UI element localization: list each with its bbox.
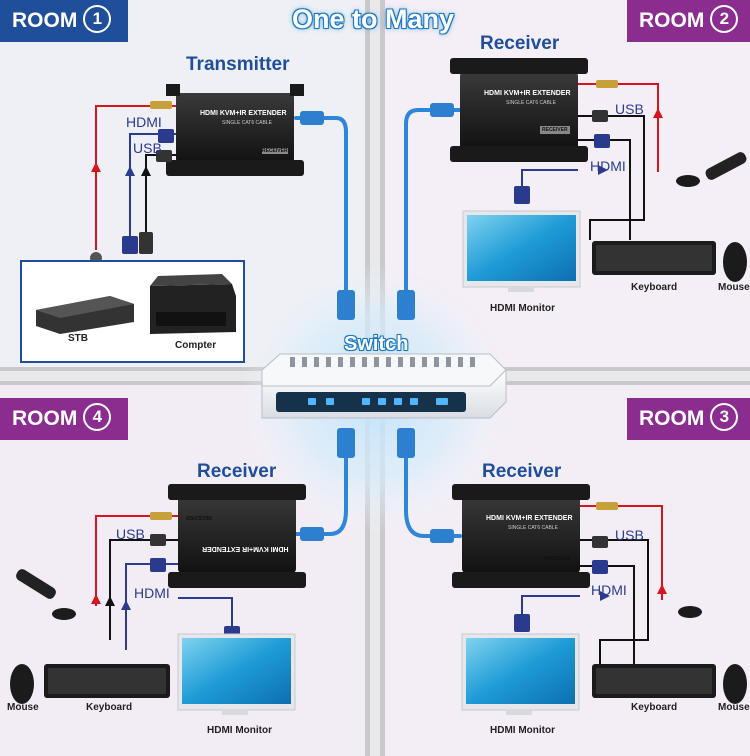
remote-room2 (705, 152, 747, 180)
room-1-number: 1 (83, 5, 112, 34)
remote-room4 (16, 569, 56, 599)
room-2-number: 2 (710, 5, 739, 34)
room1-plugs (90, 101, 174, 264)
receiver-device-room2 (450, 58, 588, 162)
room4-monitor-label: HDMI Monitor (207, 725, 272, 736)
computer-label: Compter (175, 340, 217, 351)
keyboard-room4 (44, 664, 170, 698)
receiver3-extender-sub: SINGLE CAT6 CABLE (508, 525, 558, 531)
room2-monitor-label: HDMI Monitor (490, 303, 555, 314)
receiver3-extender-label: HDMI KVM+IR EXTENDER (486, 515, 573, 522)
cat-connectors (300, 103, 454, 543)
room2-plugs (514, 80, 618, 204)
room3-hdmi-label: HDMI (591, 582, 627, 598)
ir-receiver-room2 (676, 175, 700, 187)
receiver-heading-room2: Receiver (480, 33, 560, 54)
ir-receiver-room3 (678, 606, 702, 618)
room4-hdmi-label: HDMI (134, 585, 170, 601)
receiver-heading-room4: Receiver (197, 461, 277, 482)
room3-monitor-label: HDMI Monitor (490, 725, 555, 736)
transmitter-extender-sub: SINGLE CAT6 CABLE (222, 120, 272, 126)
room3-usb-label: USB (615, 527, 644, 543)
switch-label: Switch (344, 333, 409, 355)
room2-hdmi-label: HDMI (590, 158, 626, 174)
room-1-label: ROOM (12, 9, 78, 32)
room4-usb-label: USB (116, 526, 145, 542)
diagram-title: One to Many (292, 4, 455, 34)
transmitter-device (166, 84, 304, 176)
room-2-label: ROOM (639, 9, 705, 32)
mouse-room3 (723, 664, 747, 704)
room2-usb-label: USB (615, 101, 644, 117)
receiver2-extender-sub: SINGLE CAT6 CABLE (506, 100, 556, 106)
room1-usb-label: USB (133, 140, 162, 156)
mouse-room2 (723, 242, 747, 282)
receiver2-badge: RECEIVER (542, 127, 568, 133)
receiver4-badge: RECEIVER (186, 514, 212, 520)
stb-device (36, 296, 134, 334)
room-4-number: 4 (83, 403, 112, 432)
room-3-number: 3 (710, 403, 739, 432)
room2-mouse-label: Mouse (718, 282, 750, 293)
room2-keyboard-label: Keyboard (631, 282, 678, 293)
room3-keyboard-label: Keyboard (631, 702, 678, 713)
room1-hdmi-label: HDMI (126, 114, 162, 130)
room3-plugs (514, 502, 618, 632)
ir-receiver-room4 (52, 608, 76, 620)
receiver-device-room4 (168, 484, 306, 588)
computer-device (150, 274, 236, 334)
transmitter-extender-label: HDMI KVM+IR EXTENDER (200, 110, 287, 117)
keyboard-room3 (592, 664, 716, 698)
transmitter-badge: RECEIVER (262, 148, 288, 154)
monitor-room3 (461, 633, 580, 715)
room-3-label: ROOM (639, 407, 705, 430)
receiver-device-room3 (452, 484, 590, 588)
monitor-room2 (462, 210, 581, 292)
room3-mouse-label: Mouse (718, 702, 750, 713)
monitor-room4 (177, 633, 296, 715)
mouse-room4 (10, 664, 34, 704)
transmitter-heading: Transmitter (186, 54, 290, 75)
keyboard-room2 (592, 241, 716, 275)
room4-mouse-label: Mouse (7, 702, 39, 713)
network-switch (261, 353, 507, 419)
stb-label: STB (68, 333, 88, 344)
room-4-label: ROOM (12, 407, 78, 430)
cat-cables (294, 108, 462, 538)
receiver2-extender-label: HDMI KVM+IR EXTENDER (484, 90, 571, 97)
receiver3-badge: RECEIVER (544, 556, 570, 562)
receiver-heading-room3: Receiver (482, 461, 562, 482)
receiver4-extender-label: HDMI KVM+IR EXTENDER (202, 545, 289, 552)
room4-keyboard-label: Keyboard (86, 702, 133, 713)
